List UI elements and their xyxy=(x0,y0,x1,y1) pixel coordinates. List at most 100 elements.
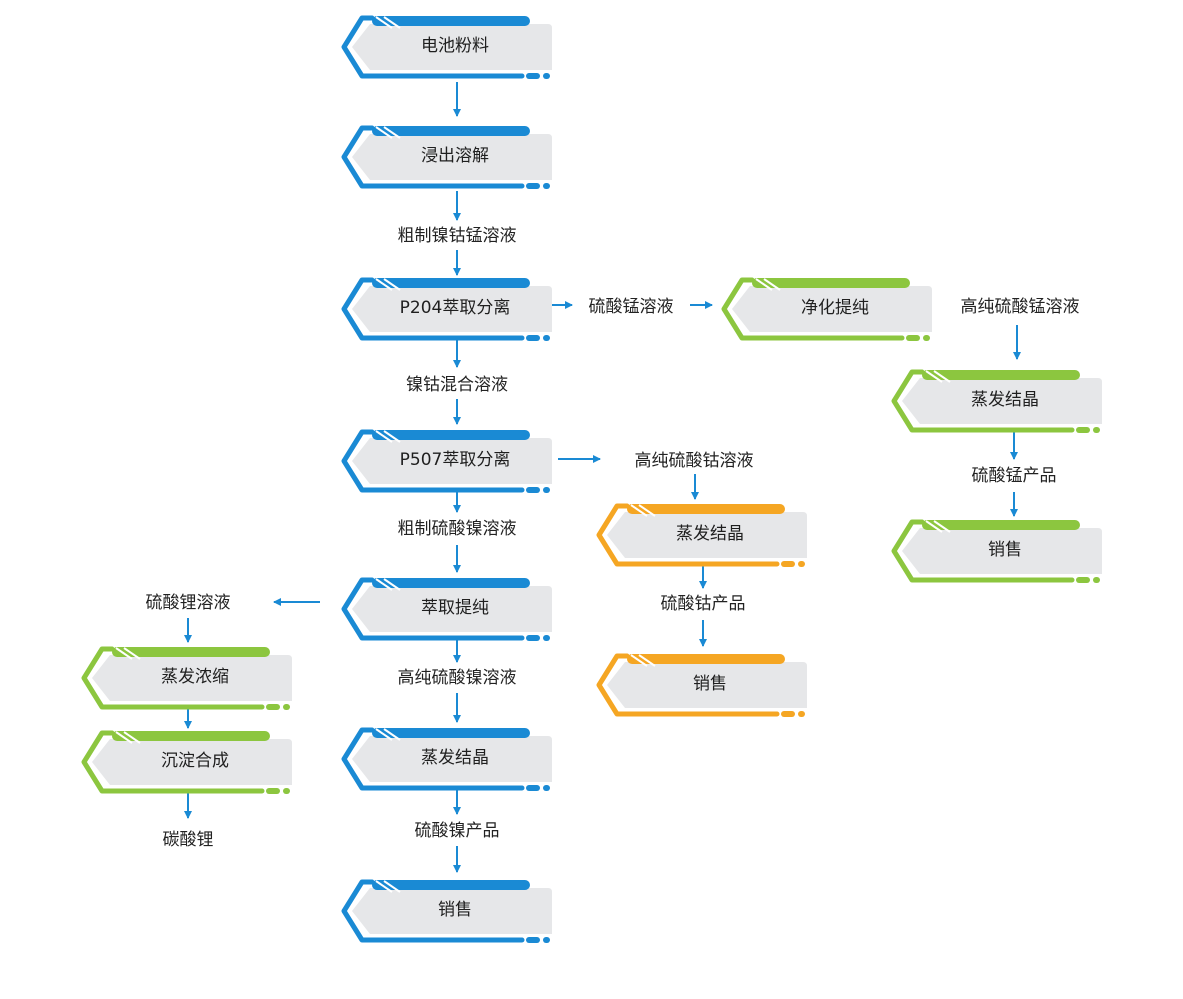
node-stripe xyxy=(933,520,951,533)
node-label: 浸出溶解 xyxy=(421,146,489,166)
node-body xyxy=(607,512,807,558)
node-dash xyxy=(526,785,540,791)
node-stripe xyxy=(115,647,133,660)
node-dash xyxy=(283,788,290,794)
node-stripe xyxy=(375,728,393,741)
node-stripe xyxy=(630,654,648,667)
node-dash xyxy=(543,73,550,79)
node-body xyxy=(352,24,552,70)
node-dash xyxy=(906,335,920,341)
node-bracket xyxy=(81,730,265,794)
node-label: 蒸发结晶 xyxy=(676,524,744,544)
label-nico-mixed-solution: 镍钴混合溶液 xyxy=(406,375,508,395)
node-label: P204萃取分离 xyxy=(400,298,511,318)
node-body xyxy=(352,134,552,180)
node-top-bar xyxy=(922,370,1080,380)
node-stripe xyxy=(630,504,648,517)
node-top-bar xyxy=(112,731,270,741)
node-label: 销售 xyxy=(438,900,472,920)
node-dash xyxy=(526,73,540,79)
node-battery-powder: 电池粉料 xyxy=(341,15,552,79)
node-stripe xyxy=(755,278,773,291)
node-dash xyxy=(526,183,540,189)
node-stripe xyxy=(383,16,401,29)
node-purify-mn: 净化提纯 xyxy=(721,277,932,341)
node-dash xyxy=(1076,577,1090,583)
node-label: 萃取提纯 xyxy=(421,598,489,618)
node-stripe xyxy=(383,578,401,591)
node-sales-co: 销售 xyxy=(596,653,807,717)
node-body xyxy=(902,528,1102,574)
label-high-purity-co-sulfate-solution: 高纯硫酸钴溶液 xyxy=(635,451,754,471)
node-top-bar xyxy=(372,16,530,26)
node-sales-mn: 销售 xyxy=(891,519,1102,583)
node-label: 电池粉料 xyxy=(421,36,489,56)
node-stripe xyxy=(638,504,656,517)
node-dash xyxy=(543,335,550,341)
flow-arrows xyxy=(184,82,1021,873)
node-top-bar xyxy=(627,504,785,514)
node-body xyxy=(732,286,932,332)
label-ni-sulfate-product: 硫酸镍产品 xyxy=(415,821,500,841)
node-body xyxy=(352,286,552,332)
node-label: 沉淀合成 xyxy=(161,751,229,771)
node-top-bar xyxy=(372,430,530,440)
node-extract-purify: 萃取提纯 xyxy=(341,577,552,641)
node-stripe xyxy=(925,370,943,383)
node-label: 销售 xyxy=(693,674,727,694)
node-body xyxy=(352,888,552,934)
node-precipitate-synthesize-li: 沉淀合成 xyxy=(81,730,292,794)
node-body xyxy=(352,586,552,632)
node-bracket xyxy=(341,429,525,493)
node-dash xyxy=(543,937,550,943)
label-mn-sulfate-solution: 硫酸锰溶液 xyxy=(589,297,674,317)
node-stripe xyxy=(383,278,401,291)
label-co-sulfate-product: 硫酸钴产品 xyxy=(661,594,746,614)
node-bracket xyxy=(81,646,265,710)
label-high-purity-ni-sulfate-solution: 高纯硫酸镍溶液 xyxy=(398,668,517,688)
node-p507-extraction: P507萃取分离 xyxy=(341,429,552,493)
node-label: 蒸发结晶 xyxy=(421,748,489,768)
node-top-bar xyxy=(372,278,530,288)
node-dash xyxy=(266,788,280,794)
node-label: 净化提纯 xyxy=(801,298,869,318)
node-evaporate-concentrate-li: 蒸发浓缩 xyxy=(81,646,292,710)
node-dash xyxy=(798,711,805,717)
label-crude-ni-sulfate-solution: 粗制硫酸镍溶液 xyxy=(398,519,517,539)
node-dash xyxy=(781,561,795,567)
node-bracket xyxy=(596,503,780,567)
node-label: 销售 xyxy=(988,540,1022,560)
node-stripe xyxy=(383,728,401,741)
node-body xyxy=(607,662,807,708)
node-dash xyxy=(923,335,930,341)
node-body xyxy=(92,739,292,785)
node-dash xyxy=(526,335,540,341)
node-bracket xyxy=(341,277,525,341)
node-dash xyxy=(543,183,550,189)
node-body xyxy=(92,655,292,701)
node-stripe xyxy=(383,880,401,893)
node-stripe xyxy=(375,578,393,591)
node-dash xyxy=(543,635,550,641)
node-bracket xyxy=(341,15,525,79)
node-stripe xyxy=(375,126,393,139)
node-bracket xyxy=(721,277,905,341)
node-label: 蒸发浓缩 xyxy=(161,667,229,687)
node-stripe xyxy=(115,731,133,744)
node-stripe xyxy=(375,16,393,29)
node-stripe xyxy=(123,731,141,744)
node-label: 蒸发结晶 xyxy=(971,390,1039,410)
node-dash xyxy=(1093,577,1100,583)
node-bracket xyxy=(891,369,1075,433)
node-leach-dissolve: 浸出溶解 xyxy=(341,125,552,189)
node-dash xyxy=(543,487,550,493)
node-stripe xyxy=(933,370,951,383)
node-evaporate-crystallize-mn: 蒸发结晶 xyxy=(891,369,1102,433)
node-dash xyxy=(526,937,540,943)
node-top-bar xyxy=(372,126,530,136)
node-label: P507萃取分离 xyxy=(400,450,511,470)
node-dash xyxy=(526,487,540,493)
node-dash xyxy=(266,704,280,710)
label-lithium-carbonate: 碳酸锂 xyxy=(163,830,214,850)
